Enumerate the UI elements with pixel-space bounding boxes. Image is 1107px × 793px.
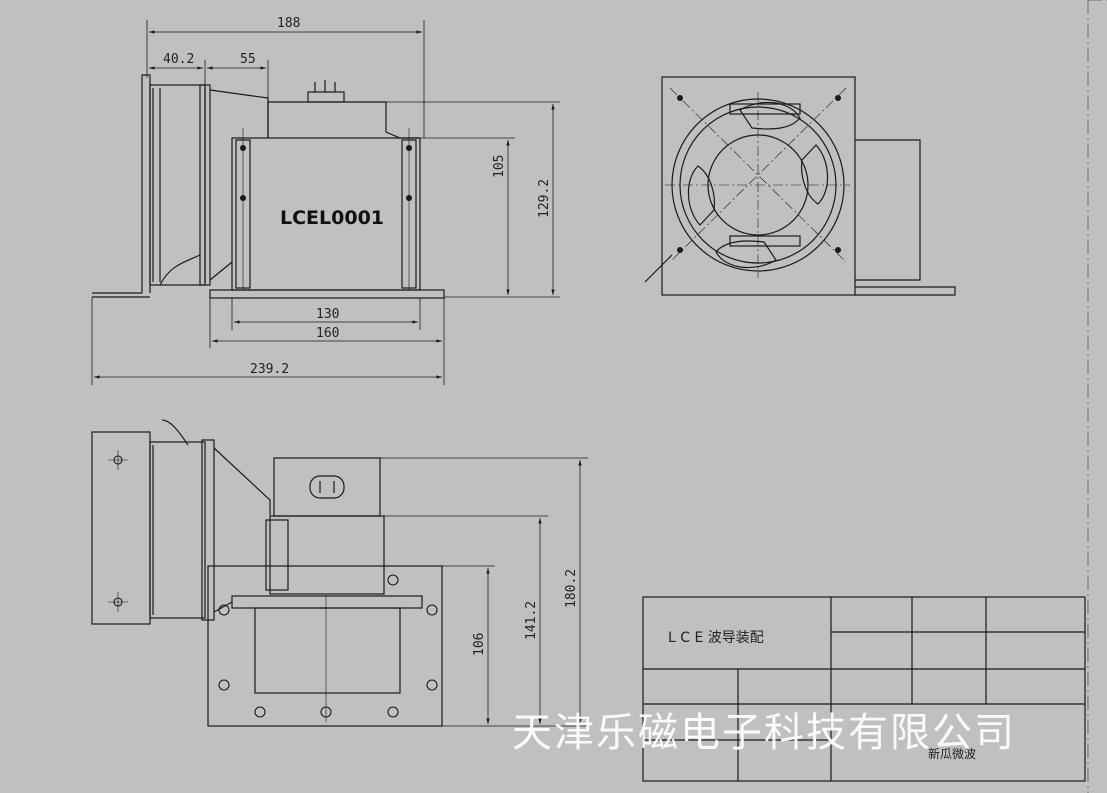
title-block <box>642 596 1086 782</box>
dim-105: 105 <box>492 155 507 178</box>
model-label: LCEL0001 <box>280 207 384 229</box>
top-view <box>91 419 443 727</box>
title-block-note: 新瓜微波 <box>928 746 976 761</box>
dim-141-2: 141.2 <box>524 601 539 640</box>
front-view-holes <box>240 145 412 201</box>
dim-106: 106 <box>472 633 487 656</box>
top-view-holes <box>113 455 438 718</box>
end-view <box>644 76 956 296</box>
dim-129-2: 129.2 <box>537 179 552 218</box>
drawing-border <box>1087 0 1107 793</box>
front-view-centerlines <box>242 128 410 290</box>
dim-130: 130 <box>316 307 339 322</box>
top-view-dimensions <box>380 457 588 727</box>
dim-180-2: 180.2 <box>564 569 579 608</box>
dim-239-2: 239.2 <box>250 362 289 377</box>
dim-188: 188 <box>277 16 300 31</box>
dim-160: 160 <box>316 326 339 341</box>
title-block-name: L C E 波导装配 <box>668 630 764 646</box>
front-view-dimensions <box>91 20 560 385</box>
front-view <box>92 74 445 299</box>
end-view-holes <box>677 95 841 253</box>
company-watermark: 天津乐磁电子科技有限公司 <box>512 710 1016 756</box>
dim-55: 55 <box>240 52 256 67</box>
end-view-centerlines <box>665 87 850 278</box>
dim-40-2: 40.2 <box>163 52 194 67</box>
top-view-centerlines <box>108 450 327 722</box>
